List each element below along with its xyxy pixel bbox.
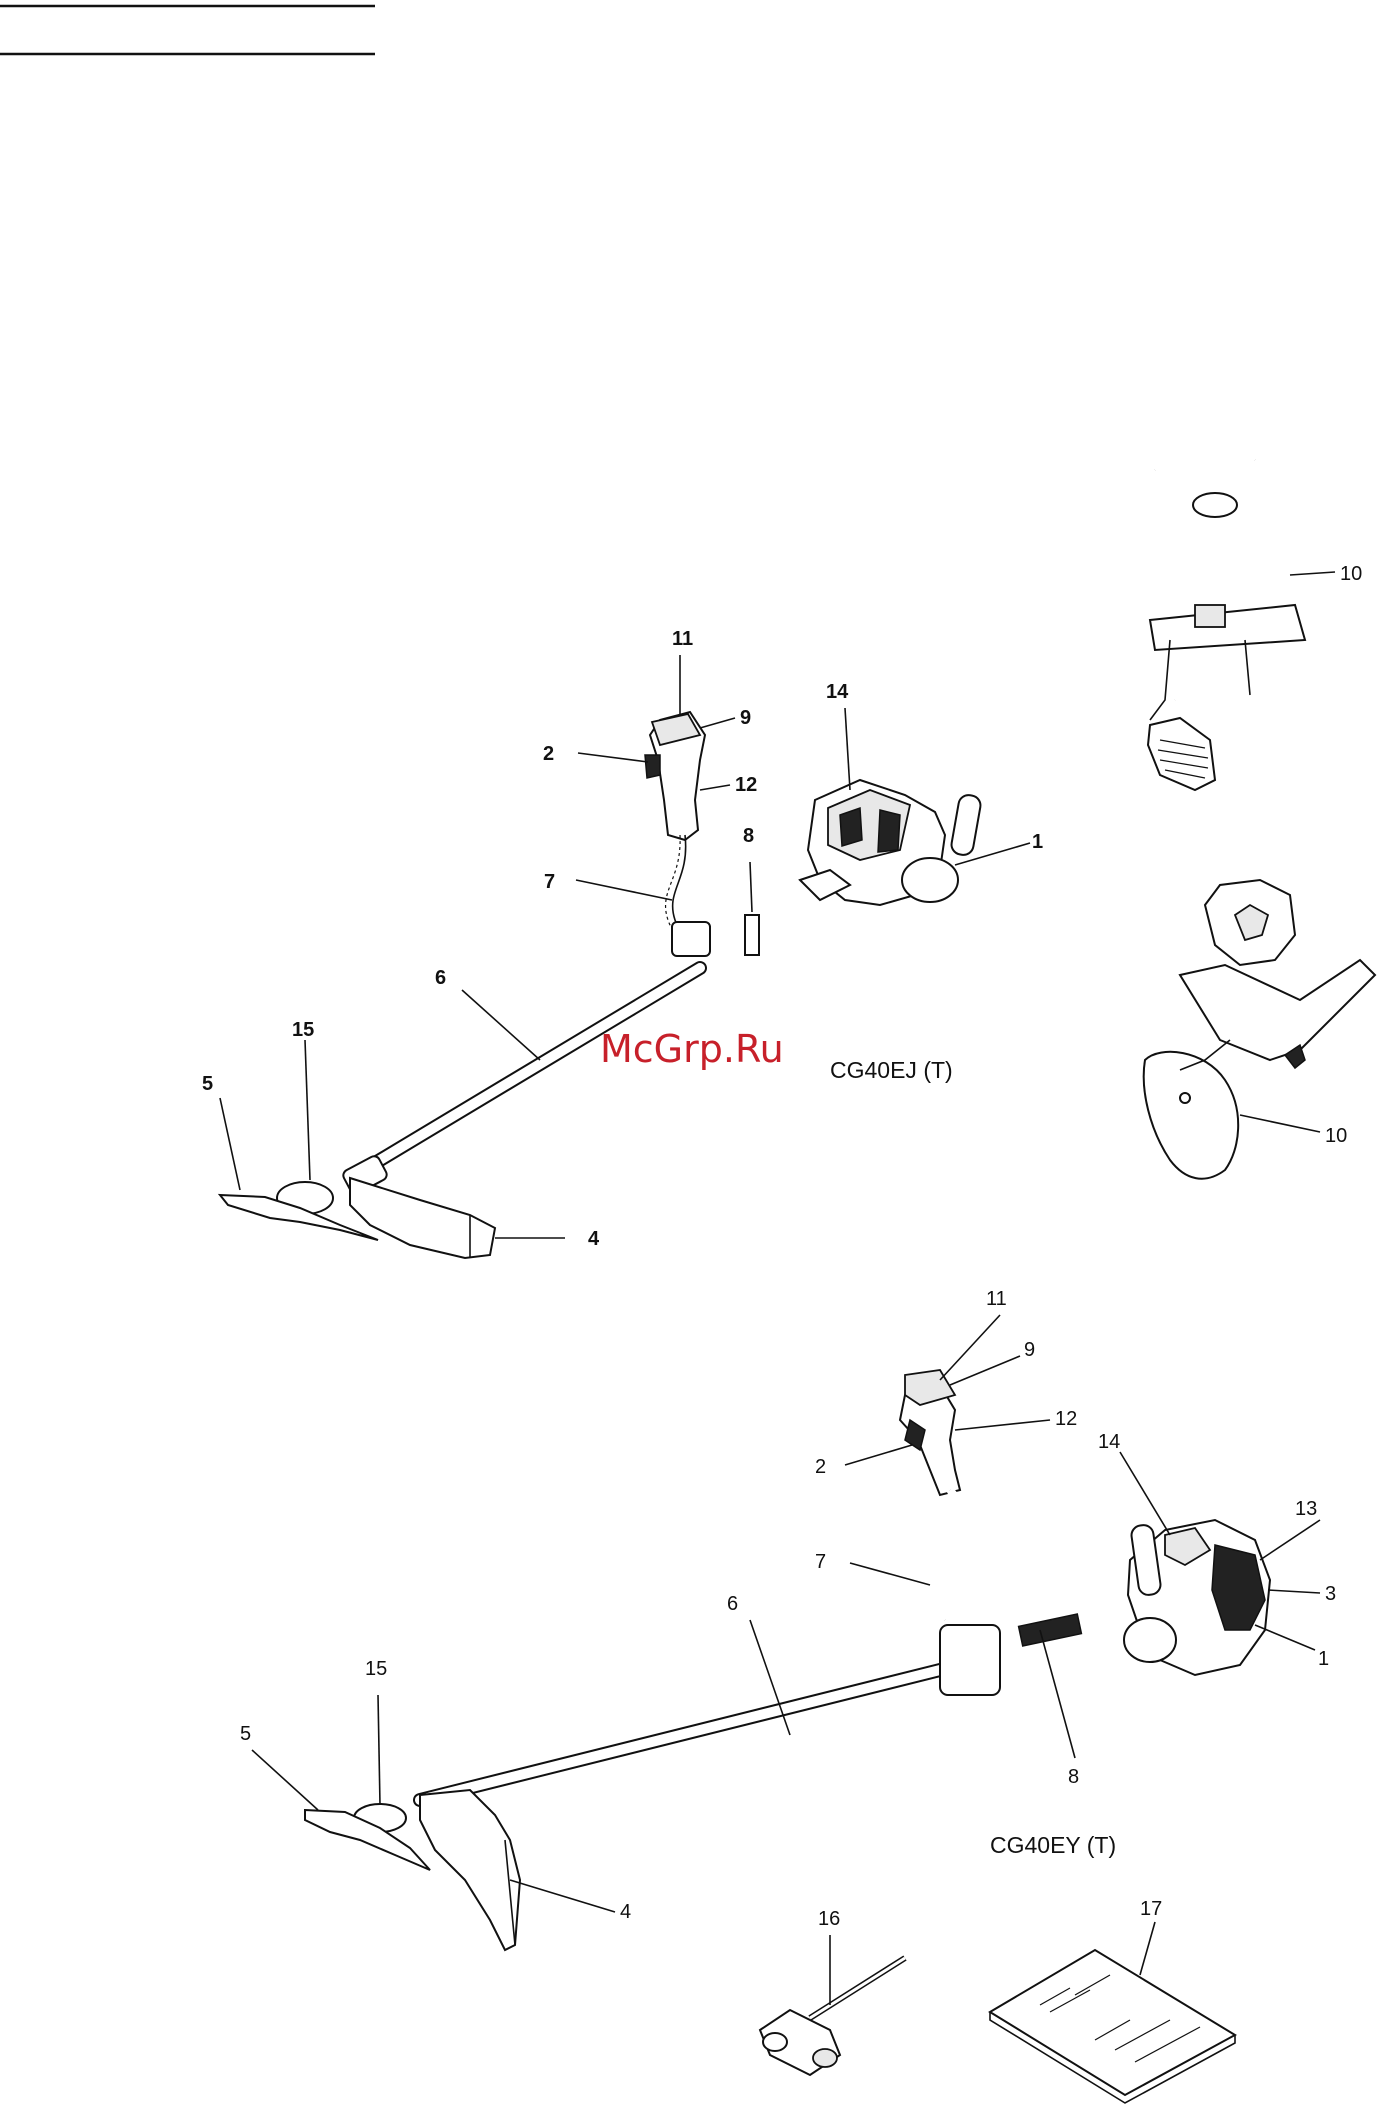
callout-5-b: 5 xyxy=(240,1723,251,1745)
watermark: McGrp.Ru xyxy=(600,1027,784,1071)
socket-wrench-illustration xyxy=(760,1935,905,2075)
callout-14-b: 14 xyxy=(1098,1431,1120,1453)
callout-12: 12 xyxy=(735,774,757,796)
callout-7: 7 xyxy=(544,871,555,893)
model-label-top: CG40EJ (T) xyxy=(830,1057,953,1083)
top-leaders xyxy=(220,655,1030,1238)
callout-2: 2 xyxy=(543,743,554,765)
instruction-manual-illustration xyxy=(990,1922,1235,2103)
callout-3-b: 3 xyxy=(1325,1583,1336,1605)
callout-9: 9 xyxy=(740,707,751,729)
brushcutter-cg40ey-illustration xyxy=(305,1370,1270,1950)
callout-15-b: 15 xyxy=(365,1658,387,1680)
callout-16: 16 xyxy=(818,1908,840,1930)
callout-13-b: 13 xyxy=(1295,1498,1317,1520)
callout-6: 6 xyxy=(435,967,446,989)
callout-14: 14 xyxy=(826,681,849,703)
brushcutter-cg40ej-illustration xyxy=(220,712,982,1258)
callout-10-lower: 10 xyxy=(1325,1125,1347,1147)
callout-11-b: 11 xyxy=(986,1288,1007,1310)
callout-6-b: 6 xyxy=(727,1593,738,1615)
callout-12-b: 12 xyxy=(1055,1408,1077,1430)
harness-double-shoulder-illustration xyxy=(1148,460,1335,790)
callout-10-upper: 10 xyxy=(1340,563,1362,585)
callout-17: 17 xyxy=(1140,1898,1162,1920)
callout-7-b: 7 xyxy=(815,1551,826,1573)
callout-1: 1 xyxy=(1032,831,1043,853)
callout-5: 5 xyxy=(202,1073,213,1095)
model-label-bottom: CG40EY (T) xyxy=(990,1832,1116,1858)
callout-8-b: 8 xyxy=(1068,1766,1079,1788)
callout-2-b: 2 xyxy=(815,1456,826,1478)
callout-4-b: 4 xyxy=(620,1901,631,1923)
callout-11: 11 xyxy=(672,628,693,650)
callout-1-b: 1 xyxy=(1318,1648,1329,1670)
callout-4: 4 xyxy=(588,1228,600,1250)
callout-9-b: 9 xyxy=(1024,1339,1035,1361)
callout-15: 15 xyxy=(292,1019,314,1041)
top-callouts: 11 9 2 12 14 1 7 8 6 15 5 4 xyxy=(202,628,1043,1250)
header-rules xyxy=(0,6,375,54)
callout-8: 8 xyxy=(743,825,754,847)
